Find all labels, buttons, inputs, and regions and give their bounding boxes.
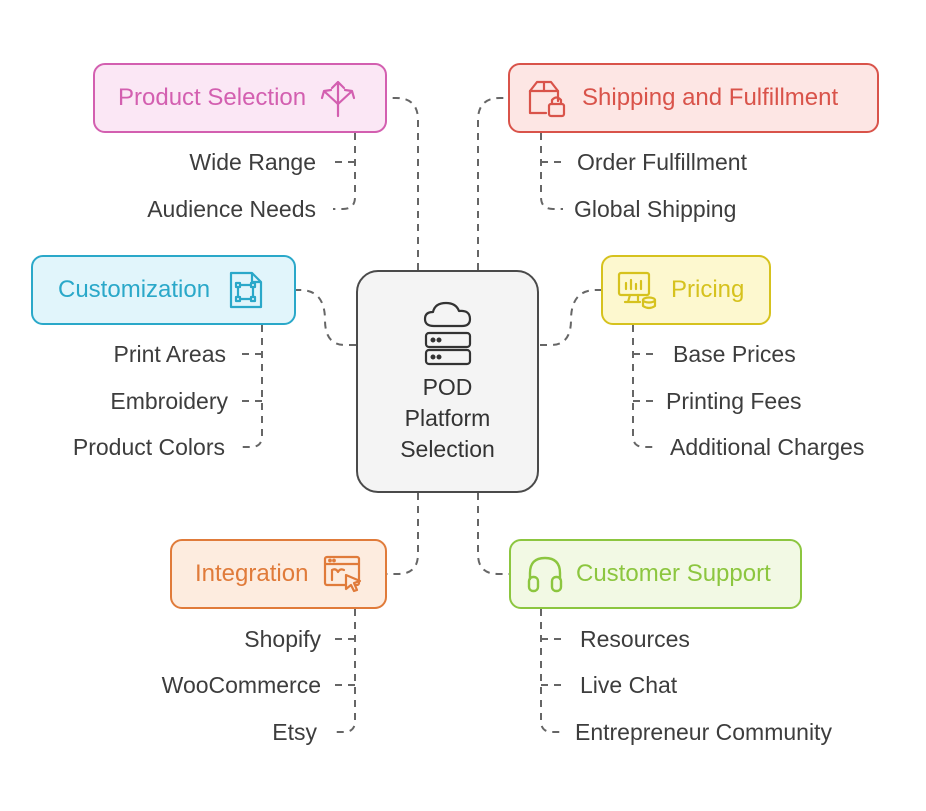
browser-click-icon (324, 555, 362, 593)
customer-support-box: Customer Support (509, 539, 802, 609)
shipping-box: Shipping and Fulfillment (508, 63, 879, 133)
package-lock-icon (528, 80, 566, 118)
leaf-printing-fees: Printing Fees (666, 388, 802, 414)
leaf-resources: Resources (580, 626, 690, 652)
leaf-order-fulfillment: Order Fulfillment (577, 149, 747, 175)
shipping-label: Shipping and Fulfillment (582, 84, 839, 111)
customization-label: Customization (58, 276, 211, 303)
leaf-live-chat: Live Chat (580, 672, 678, 698)
integration-label: Integration (195, 560, 309, 587)
leaf-embroidery: Embroidery (110, 388, 228, 414)
monitor-coins-icon (617, 271, 657, 310)
headset-icon (527, 556, 563, 593)
center-node: POD Platform Selection (356, 270, 539, 493)
leaf-print-areas: Print Areas (113, 341, 227, 367)
leaf-woocommerce: WooCommerce (161, 672, 321, 698)
leaf-additional-charges: Additional Charges (670, 434, 865, 460)
pricing-label: Pricing (671, 276, 745, 303)
design-frame-icon (229, 271, 263, 309)
integration-box: Integration (170, 539, 387, 609)
product-selection-label: Product Selection (118, 84, 307, 111)
leaf-shopify: Shopify (244, 626, 321, 652)
customization-box: Customization (31, 255, 296, 325)
center-title-line: Selection (400, 436, 495, 462)
leaf-base-prices: Base Prices (673, 341, 796, 367)
customer-support-label: Customer Support (576, 560, 771, 587)
center-title: POD Platform Selection (400, 372, 495, 465)
center-title-line: Platform (404, 405, 491, 431)
leaf-audience-needs: Audience Needs (147, 196, 316, 222)
leaf-global-shipping: Global Shipping (574, 196, 737, 222)
pricing-box: Pricing (601, 255, 771, 325)
cloud-server-icon (423, 301, 471, 366)
product-selection-box: Product Selection (93, 63, 387, 133)
leaf-entrepreneur-community: Entrepreneur Community (575, 719, 832, 745)
leaf-etsy: Etsy (272, 719, 317, 745)
leaf-wide-range: Wide Range (189, 149, 316, 175)
center-title-line: POD (422, 374, 473, 400)
leaf-product-colors: Product Colors (72, 434, 225, 460)
split-arrows-icon (321, 80, 356, 118)
